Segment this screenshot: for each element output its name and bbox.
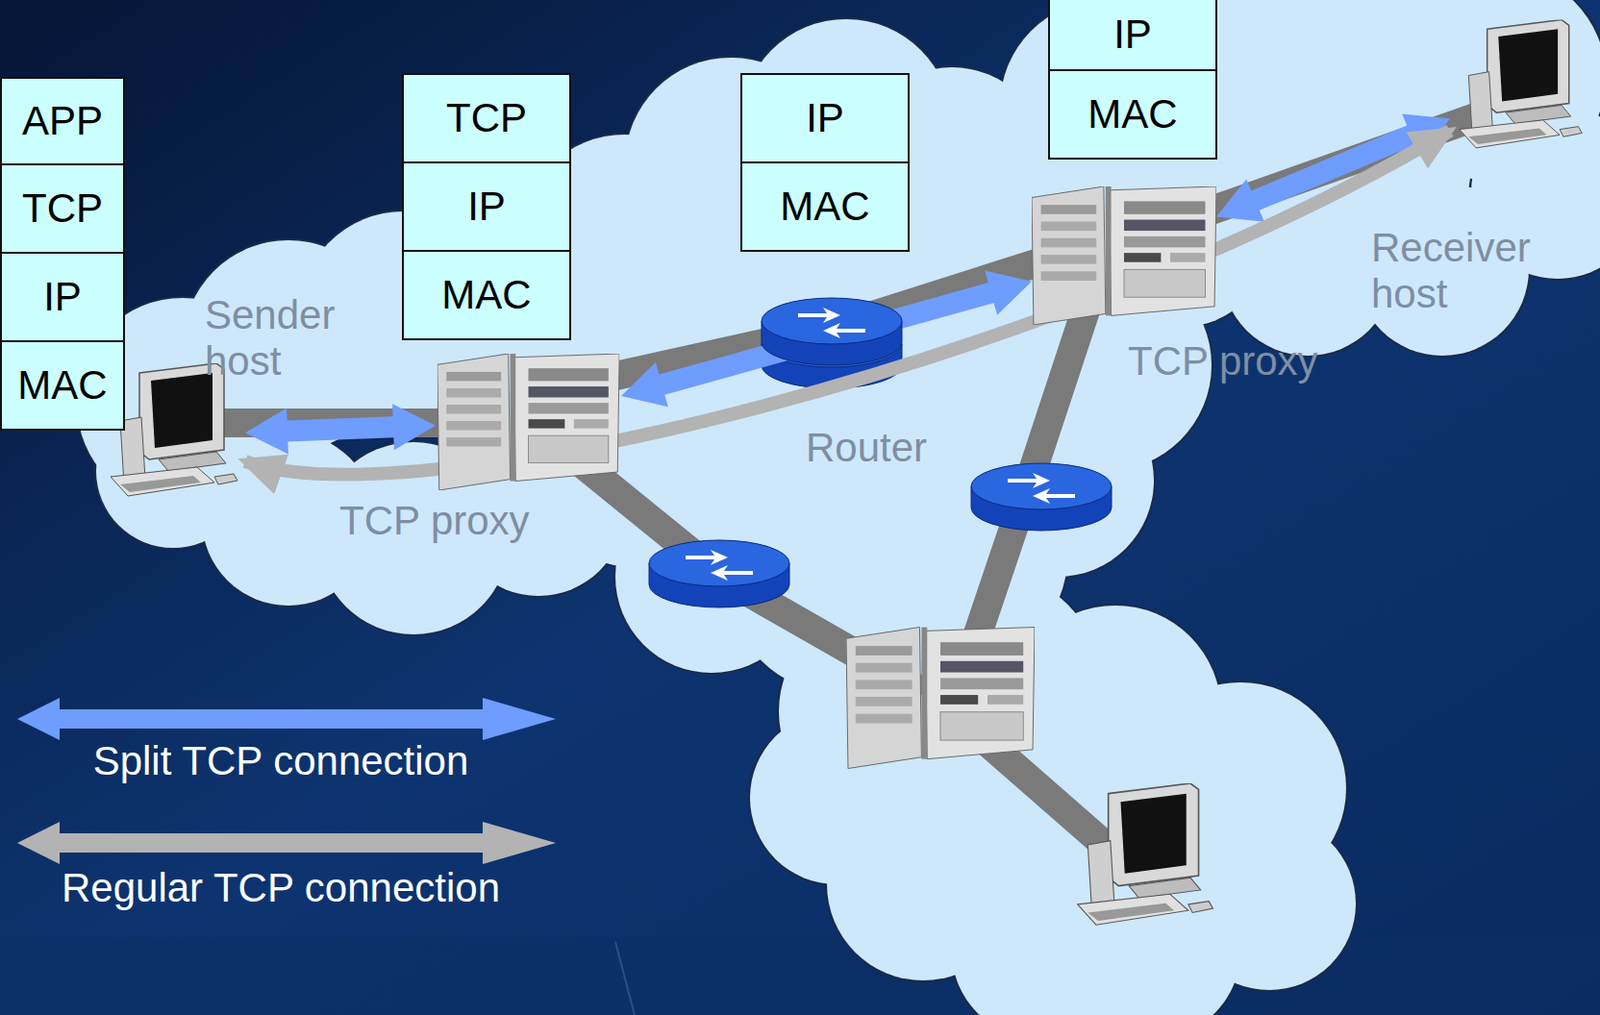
- node-label: Receiver host: [1371, 225, 1574, 318]
- legend-text: Split TCP connection: [93, 738, 470, 785]
- router-icon: [971, 463, 1112, 531]
- node-label: TCP proxy: [1127, 338, 1319, 385]
- layer-label: TCP: [446, 95, 527, 142]
- legend-split-arrow: [17, 698, 556, 741]
- node-label: Router: [805, 425, 927, 472]
- layer-label: MAC: [779, 183, 870, 230]
- router-icon: [759, 294, 904, 372]
- layer-label: IP: [43, 274, 82, 321]
- proxy-server-node: TCP proxy: [1031, 184, 1217, 327]
- protocol-layer-box: MAC: [1048, 69, 1218, 160]
- layer-label: MAC: [441, 272, 531, 319]
- server-icon: [435, 353, 622, 491]
- protocol-layer-box: IP: [1048, 0, 1218, 72]
- protocol-layer-box: IP: [740, 73, 910, 164]
- layer-label: MAC: [17, 362, 107, 409]
- protocol-layer-box: MAC: [740, 161, 910, 252]
- network-cloud: [76, 0, 1600, 1015]
- protocol-layer-box: TCP: [0, 163, 125, 254]
- protocol-layer-box: IP: [0, 251, 125, 343]
- computer-icon: [1450, 17, 1590, 162]
- server-icon: [846, 627, 1035, 770]
- layer-label: IP: [467, 183, 506, 230]
- layer-label: APP: [22, 98, 103, 145]
- protocol-layer-box: TCP: [401, 73, 572, 164]
- computer-icon: [1077, 783, 1214, 925]
- layer-label: MAC: [1087, 91, 1177, 138]
- split-tcp-connection: [1216, 113, 1450, 222]
- layer-label: IP: [1113, 11, 1152, 58]
- host-node: Receiver host: [1450, 17, 1590, 162]
- legend-regular-arrow: [17, 822, 556, 865]
- layer-label: IP: [805, 95, 845, 142]
- node-label: TCP proxy: [339, 498, 530, 545]
- router-icon: [649, 540, 790, 608]
- proxy-server-node: TCP proxy: [435, 353, 622, 491]
- router-node: Router: [759, 294, 904, 372]
- network-link: [221, 115, 1481, 847]
- protocol-layer-box: IP: [401, 161, 572, 252]
- protocol-layer-box: MAC: [0, 340, 125, 431]
- node-label: Sender host: [204, 292, 407, 385]
- layer-label: TCP: [22, 185, 103, 232]
- server-icon: [1031, 184, 1217, 327]
- protocol-layer-box: MAC: [401, 250, 572, 341]
- split-tcp-connection: [245, 403, 436, 454]
- legend-text: Regular TCP connection: [61, 865, 500, 912]
- protocol-layer-box: APP: [0, 76, 125, 166]
- regular-tcp-connection: [245, 130, 1450, 475]
